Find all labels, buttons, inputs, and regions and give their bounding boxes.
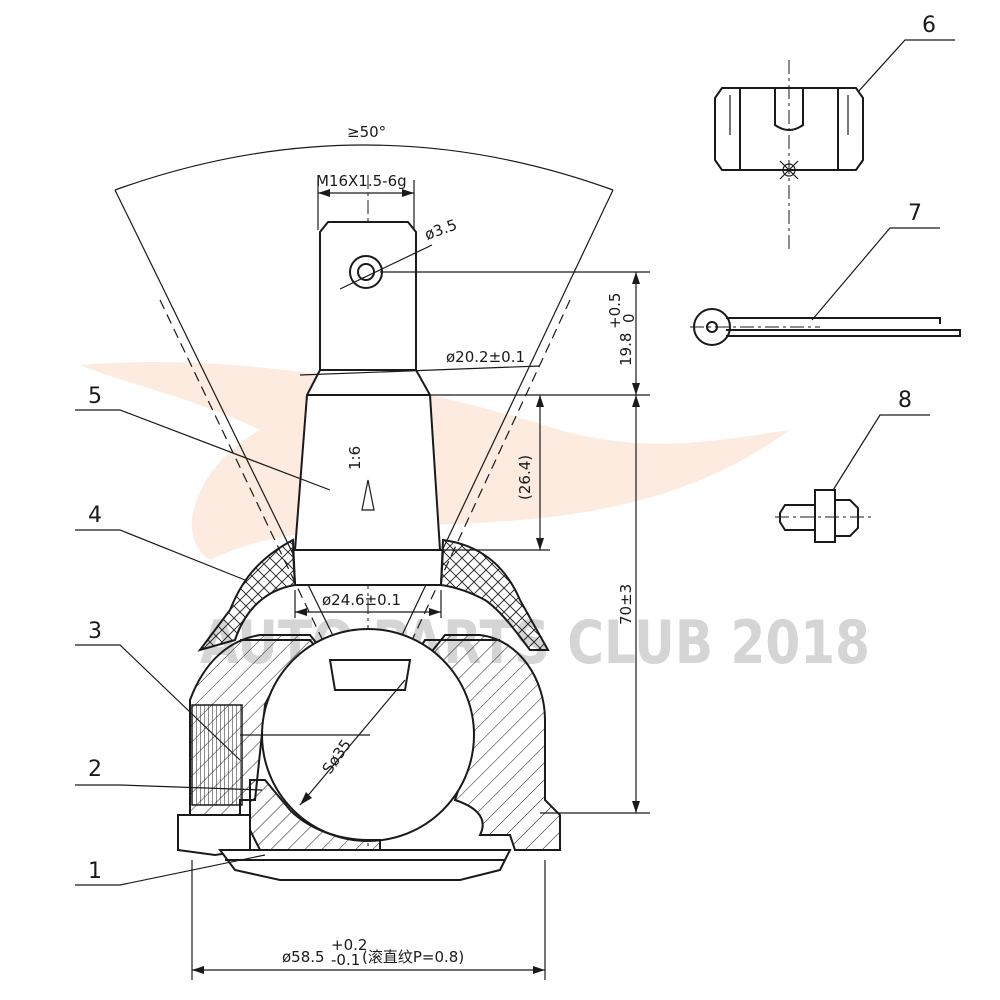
callout-8: 8 bbox=[898, 388, 912, 413]
callout-3: 3 bbox=[88, 619, 102, 644]
hole-dia-label: ø3.5 bbox=[422, 216, 459, 244]
neck-dimension: ø20.2±0.1 bbox=[299, 348, 541, 376]
callout-labels: 1 2 3 4 5 6 7 8 bbox=[88, 13, 936, 884]
base-dia-tol-lower: -0.1 bbox=[331, 951, 360, 969]
thread-label: M16X1.5-6g bbox=[316, 172, 407, 190]
cotter-pin bbox=[690, 308, 961, 346]
neck-dia-label: ø20.2±0.1 bbox=[446, 348, 525, 366]
ref-length-label: (26.4) bbox=[516, 455, 534, 500]
bearing-seat bbox=[249, 779, 381, 851]
total-height-dimension: 70±3 bbox=[540, 395, 650, 814]
base-dia-main: ø58.5 bbox=[282, 948, 325, 966]
angle-label: ≥50° bbox=[347, 123, 386, 141]
taper-arrow-icon bbox=[361, 479, 375, 511]
callout-7: 7 bbox=[908, 201, 922, 226]
hole-offset-main: 19.8 bbox=[617, 333, 635, 366]
callout-5: 5 bbox=[88, 384, 102, 409]
watermark: AUTO PARTS CLUB 2018 bbox=[80, 362, 870, 678]
callout-1: 1 bbox=[88, 859, 102, 884]
ball: Sø35 bbox=[240, 628, 475, 842]
base-dia-tol-upper: +0.2 bbox=[331, 936, 367, 954]
callout-4: 4 bbox=[88, 503, 102, 528]
taper-label: 1:6 bbox=[346, 446, 364, 470]
thread-dimension: M16X1.5-6g bbox=[316, 172, 415, 230]
base-dia-dimension: ø58.5 +0.2 -0.1 (滚直纹P=0.8) bbox=[191, 860, 546, 980]
hole-offset-tol-upper: +0.5 bbox=[606, 293, 624, 329]
stud: 1:6 bbox=[291, 221, 445, 586]
total-height-label: 70±3 bbox=[617, 584, 635, 625]
callout-6: 6 bbox=[922, 13, 936, 38]
dust-boot bbox=[197, 538, 550, 652]
stud-base-dimension: ø24.6±0.1 bbox=[294, 590, 442, 618]
hole-offset-tol-lower: 0 bbox=[620, 313, 638, 323]
grease-fitting bbox=[775, 489, 875, 543]
callout-leaders bbox=[75, 39, 955, 886]
callout-2: 2 bbox=[88, 757, 102, 782]
stud-base-label: ø24.6±0.1 bbox=[322, 591, 401, 609]
castle-nut bbox=[714, 60, 864, 250]
base-dia-note: (滚直纹P=0.8) bbox=[362, 948, 464, 966]
